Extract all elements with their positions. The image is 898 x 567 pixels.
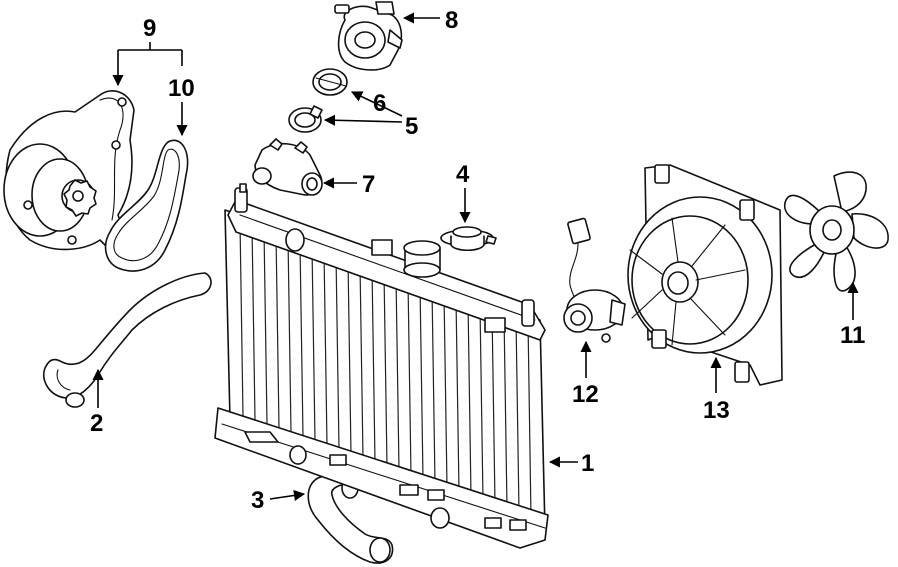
callout-2: 2 <box>90 368 104 437</box>
callout-10: 10 <box>168 75 195 137</box>
callout-3: 3 <box>251 487 306 514</box>
callout-6: 6 <box>373 90 386 117</box>
water-outlet <box>334 1 403 71</box>
thermostat-housing <box>252 138 323 196</box>
callout-label-11: 11 <box>840 322 865 349</box>
callout-label-6: 6 <box>373 90 386 117</box>
radiator-fins <box>239 221 532 519</box>
callout-8: 8 <box>402 7 458 34</box>
callout-label-12: 12 <box>572 381 599 408</box>
callout-label-8: 8 <box>445 7 458 34</box>
radiator <box>214 183 549 549</box>
callout-5: 5 <box>323 91 418 140</box>
callout-label-3: 3 <box>251 487 264 514</box>
callout-11: 11 <box>840 281 865 349</box>
callout-7: 7 <box>322 171 375 198</box>
callout-label-4: 4 <box>456 161 470 188</box>
callout-label-10: 10 <box>168 75 195 102</box>
callout-label-9: 9 <box>143 15 156 42</box>
callout-label-2: 2 <box>90 410 103 437</box>
thermostat-gasket <box>312 68 348 96</box>
cooling-fan <box>783 171 889 292</box>
radiator-cap <box>440 226 497 252</box>
callout-4: 4 <box>456 161 471 224</box>
callout-1: 1 <box>548 450 594 477</box>
callout-label-7: 7 <box>362 171 375 198</box>
fan-motor <box>563 217 626 343</box>
callout-12: 12 <box>572 340 599 408</box>
thermostat <box>288 105 323 133</box>
water-pump <box>3 90 135 253</box>
callout-13: 13 <box>703 356 730 424</box>
callout-label-13: 13 <box>703 397 730 424</box>
callout-label-5: 5 <box>405 113 418 140</box>
pump-gasket <box>104 139 189 272</box>
callout-label-1: 1 <box>581 450 594 477</box>
shroud-spokes <box>629 217 746 346</box>
callout-9: 9 <box>112 15 183 87</box>
fan-shroud <box>627 164 783 386</box>
upper-hose <box>43 272 212 408</box>
